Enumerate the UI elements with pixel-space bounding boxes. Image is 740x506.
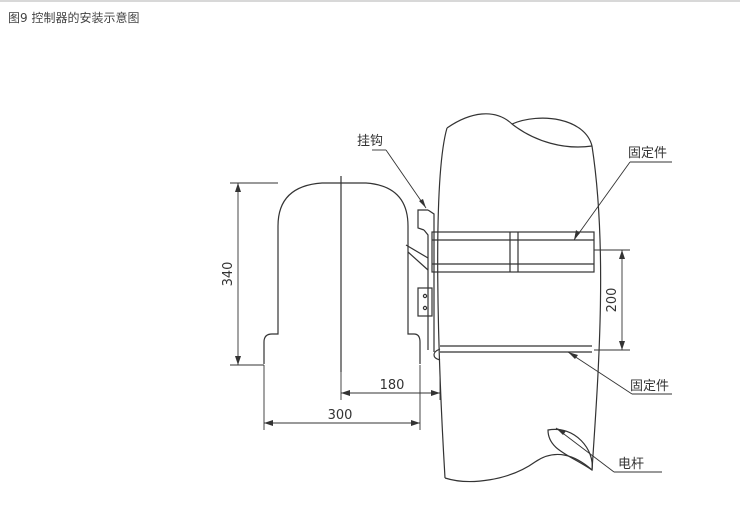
fixture-bottom-label: 固定件: [630, 379, 669, 394]
figure-caption: 图9 控制器的安装示意图: [8, 11, 140, 25]
top-divider: [0, 0, 740, 2]
hook-bracket: [405, 209, 435, 352]
dimension-200: 200: [605, 288, 620, 313]
dimension-300: 300: [328, 408, 353, 423]
fixture-top-label: 固定件: [628, 146, 667, 161]
dimension-340: 340: [221, 262, 236, 287]
controller-housing: [263, 176, 421, 372]
hook-shape: [417, 209, 428, 231]
leader-lines: [372, 149, 672, 473]
dimension-lines: [230, 182, 630, 430]
bracket-plate: [417, 287, 433, 317]
pole-left-edge: [437, 127, 448, 479]
pole-right-edge: [591, 145, 602, 471]
pole-label: 电杆: [618, 457, 644, 472]
pole-top-break: [446, 113, 593, 148]
dimension-180: 180: [380, 378, 405, 393]
pole-bottom-break: [444, 453, 593, 483]
pole-bottom-fold: [547, 428, 593, 472]
pole: [437, 113, 602, 483]
hook-label: 挂钩: [357, 134, 383, 149]
lower-clamp: [433, 345, 592, 361]
pole-top-fold: [511, 117, 593, 147]
upper-clamp-band: [431, 231, 595, 273]
upper-clamp: [431, 231, 595, 273]
